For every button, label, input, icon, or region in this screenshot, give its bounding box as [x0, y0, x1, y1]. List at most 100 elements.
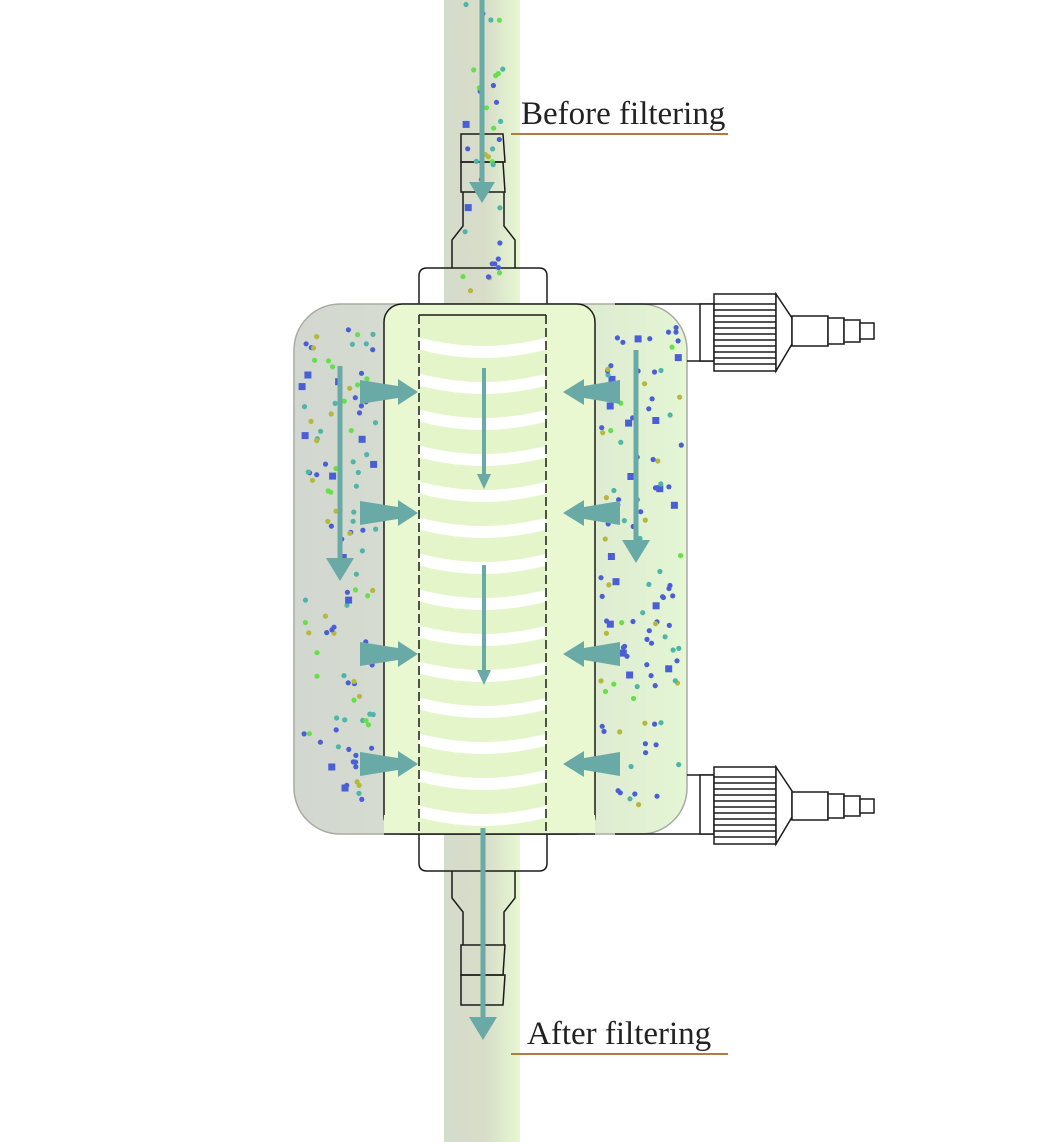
particle	[648, 673, 654, 679]
particle	[351, 697, 357, 703]
particle	[670, 593, 676, 599]
particle	[304, 371, 312, 379]
particle	[467, 288, 474, 294]
particle	[598, 678, 604, 684]
particle	[670, 647, 676, 653]
particle	[626, 671, 634, 679]
particle	[372, 420, 379, 426]
particles-unfiltered-inlet	[460, 1, 506, 294]
particle	[488, 17, 494, 23]
particle	[620, 339, 626, 345]
particle	[608, 375, 616, 383]
particle	[497, 205, 503, 211]
particle	[329, 627, 335, 633]
particle	[490, 162, 496, 168]
particle	[665, 665, 673, 673]
particle	[465, 146, 471, 152]
particle	[353, 752, 359, 759]
particle	[485, 154, 491, 160]
particle	[676, 645, 682, 652]
particle	[658, 720, 664, 726]
particle	[356, 693, 363, 699]
particle	[356, 410, 363, 416]
particle	[636, 802, 642, 808]
particle	[332, 400, 338, 406]
particle	[646, 628, 652, 634]
particle	[653, 742, 659, 748]
particle	[496, 270, 503, 276]
particle	[615, 788, 621, 794]
particle	[490, 146, 496, 152]
particle	[325, 358, 332, 364]
particle	[352, 395, 358, 401]
particle	[498, 118, 504, 124]
particle	[624, 653, 630, 659]
particle	[341, 784, 349, 792]
particle	[333, 508, 339, 514]
particle	[652, 602, 660, 610]
particle	[604, 618, 610, 624]
particle	[630, 618, 636, 625]
particle	[365, 722, 372, 728]
particle	[328, 411, 334, 417]
particle	[492, 261, 498, 267]
particle	[339, 554, 347, 561]
particle	[309, 477, 316, 483]
particle	[607, 553, 615, 560]
particle	[651, 369, 658, 375]
particle	[606, 582, 612, 588]
particle	[616, 497, 622, 503]
particle	[608, 428, 614, 434]
particle	[318, 428, 324, 434]
particle	[493, 99, 500, 105]
particle	[350, 759, 356, 765]
particle	[333, 727, 339, 733]
particle	[634, 684, 640, 690]
particle	[605, 366, 611, 372]
particle	[355, 382, 361, 388]
inlet-flow-arrow	[469, 0, 495, 203]
particle	[625, 419, 633, 427]
particle	[652, 721, 658, 727]
particle	[495, 265, 501, 271]
particle	[358, 435, 366, 443]
particle	[600, 430, 606, 436]
particle	[344, 589, 350, 595]
inward-arrow-right	[563, 500, 620, 526]
particle	[673, 325, 679, 331]
particle	[364, 452, 370, 458]
particle	[314, 472, 320, 478]
particle	[306, 630, 312, 636]
particle	[656, 485, 664, 493]
particle	[649, 396, 655, 402]
membrane-pleat	[419, 337, 546, 358]
particle	[324, 630, 330, 636]
particle	[619, 649, 627, 657]
particle	[354, 779, 360, 785]
particle	[317, 739, 323, 745]
particle	[495, 71, 501, 77]
luer-lock-connector-icon	[699, 764, 875, 847]
particle	[301, 404, 308, 410]
particle	[341, 398, 347, 404]
particle	[658, 367, 664, 374]
particle	[356, 790, 362, 797]
particle	[652, 683, 658, 689]
particle	[667, 412, 673, 418]
top-hose-barb	[451, 133, 516, 268]
inward-arrow-right	[563, 641, 620, 667]
particle	[345, 680, 351, 686]
left-chamber-flow-arrow	[326, 366, 354, 581]
particle	[665, 329, 672, 335]
particle	[341, 673, 347, 679]
particle	[638, 509, 644, 515]
particle	[359, 548, 365, 554]
particle	[630, 695, 637, 702]
particle	[675, 338, 681, 344]
particle	[370, 460, 378, 468]
particle	[643, 750, 649, 756]
particle	[634, 335, 642, 343]
particle	[344, 602, 350, 608]
particle	[314, 673, 320, 679]
